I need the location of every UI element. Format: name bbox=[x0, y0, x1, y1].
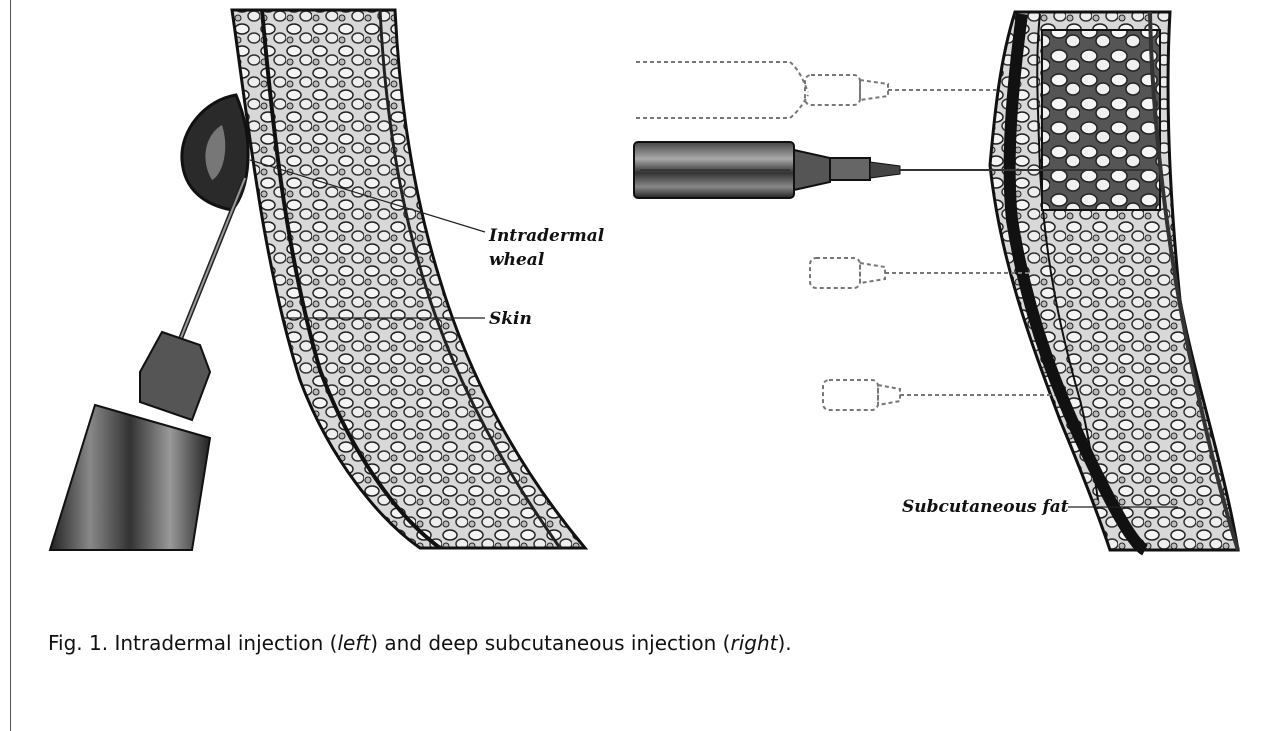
left-syringe bbox=[50, 178, 245, 550]
label-intradermal: Intradermal bbox=[489, 225, 604, 247]
caption-middle: ) and deep subcutaneous injection ( bbox=[370, 631, 730, 655]
label-skin: Skin bbox=[489, 308, 532, 330]
caption-suffix: ). bbox=[777, 631, 791, 655]
right-ghost-syringes bbox=[636, 62, 1055, 410]
caption-left-word: left bbox=[337, 631, 370, 655]
label-subcutaneous-fat: Subcutaneous fat bbox=[902, 496, 1069, 518]
figure-caption: Fig. 1. Intradermal injection (left) and… bbox=[48, 631, 792, 655]
caption-prefix: Fig. 1. Intradermal injection ( bbox=[48, 631, 337, 655]
left-skin-section bbox=[182, 10, 585, 548]
caption-right-word: right bbox=[730, 631, 777, 655]
right-tissue-section bbox=[990, 12, 1238, 550]
label-wheal: wheal bbox=[489, 249, 544, 271]
